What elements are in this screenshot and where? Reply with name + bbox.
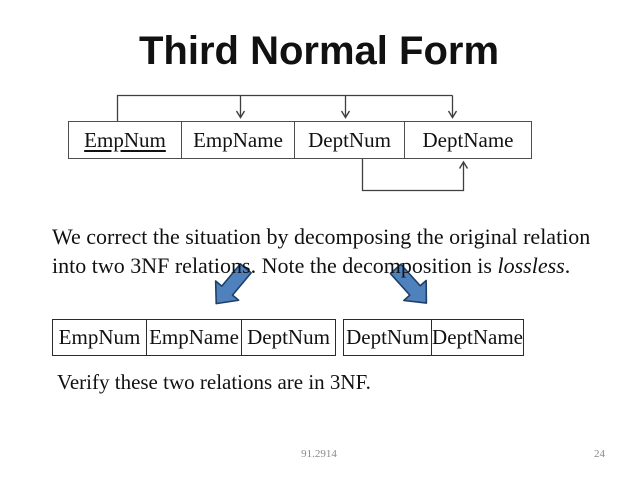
decomposed-relation-emp-table: EmpNum EmpName DeptNum: [52, 319, 336, 356]
fd-deptnum-deptname-bracket-line: [361, 158, 469, 192]
column-cell-deptnum: DeptNum: [294, 122, 404, 158]
slide-title: Third Normal Form: [138, 29, 500, 73]
column-cell-empnum: EmpNum: [84, 127, 166, 152]
decomposed-relation-dept-table: DeptNum DeptName: [343, 319, 524, 356]
column-cell-empnum: EmpNum: [58, 325, 141, 349]
column-cell-empname: EmpName: [181, 122, 294, 158]
fd-empnum-bracket-line: [116, 94, 453, 121]
column-cell-empname: EmpName: [146, 320, 241, 355]
verify-text: Verify these two relations are in 3NF.: [57, 370, 371, 394]
column-cell-deptname: DeptName: [431, 320, 523, 355]
paragraph-line2-prefix: into two 3NF relations. Note the decompo…: [52, 253, 498, 278]
paragraph-line1: We correct the situation by decomposing …: [52, 224, 591, 249]
footer-course-number: 91.2914: [301, 448, 337, 460]
footer-page-number: 24: [594, 448, 605, 460]
original-relation-table: EmpNum EmpName DeptNum DeptName: [68, 121, 532, 159]
column-cell-deptnum: DeptNum: [241, 320, 335, 355]
column-cell-deptname: DeptName: [404, 122, 531, 158]
paragraph-line2-suffix: .: [564, 253, 571, 278]
paragraph-lossless-italic: lossless: [497, 253, 565, 278]
column-cell-deptnum: DeptNum: [346, 325, 429, 349]
explanation-paragraph: We correct the situation by decomposing …: [52, 222, 592, 280]
